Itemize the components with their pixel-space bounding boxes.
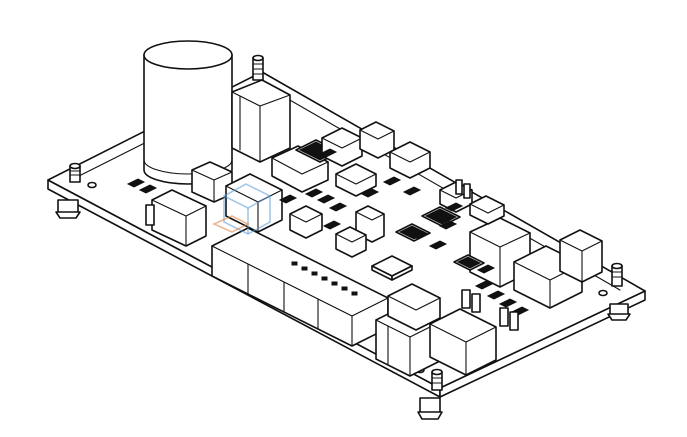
standoff: [252, 54, 264, 81]
connector-small: [289, 205, 323, 239]
watermark-logo: [212, 183, 271, 235]
mounting-foot: [607, 303, 631, 321]
pin-headers: [455, 179, 519, 331]
connector-header: [335, 163, 377, 197]
small-relay-front: [387, 283, 441, 331]
standoff: [611, 262, 623, 287]
front-relay: [429, 308, 497, 376]
terminal-pins: [291, 261, 358, 296]
ic-chip: [453, 254, 485, 271]
standoff: [431, 368, 443, 391]
mounting-feet: [55, 199, 631, 420]
electrolytic-capacitor: [143, 40, 233, 185]
relay-top: [231, 79, 291, 163]
connector-header: [321, 127, 363, 167]
connector-small: [469, 195, 505, 225]
microcontroller-chip: [371, 255, 413, 281]
right-connector: [559, 229, 603, 283]
mounting-foot: [55, 199, 81, 219]
connector-header: [359, 121, 395, 159]
connector-header: [389, 141, 431, 179]
standoff: [69, 162, 81, 183]
standoffs: [69, 54, 623, 391]
smd-components: [126, 148, 530, 316]
mounting-foot: [417, 397, 443, 420]
connector-small: [335, 226, 367, 258]
terminal-block-left: [145, 189, 207, 247]
